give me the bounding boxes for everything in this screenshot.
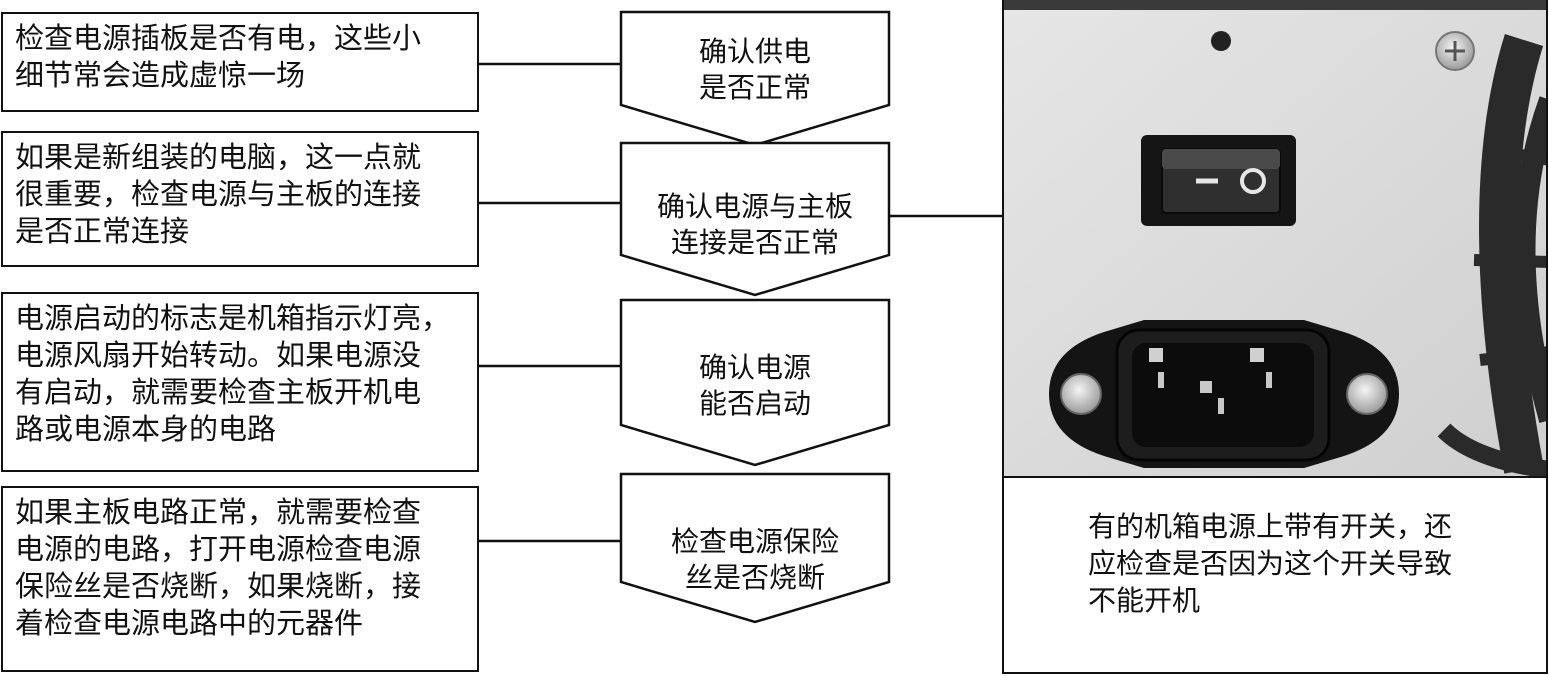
step-check-fuse: 检查电源保险 丝是否烧断 bbox=[621, 524, 889, 596]
step-line: 是否正常 bbox=[698, 71, 811, 104]
flow-step-arrow bbox=[619, 10, 891, 147]
step-confirm-supply: 确认供电 是否正常 bbox=[621, 34, 889, 106]
note-fuse-check: 如果主板电路正常，就需要检查 电源的电路，打开电源检查电源 保险丝是否烧断，如果… bbox=[1, 486, 479, 672]
power-switch-icon bbox=[1141, 135, 1296, 226]
step-line: 确认电源与主板 bbox=[656, 190, 853, 223]
fan-grille-icon bbox=[1437, 34, 1546, 476]
step-line: 连接是否正常 bbox=[670, 226, 839, 259]
note-line: 电源风扇开始转动。如果电源没 bbox=[15, 338, 422, 372]
step-line: 丝是否烧断 bbox=[684, 561, 825, 594]
caption-line: 应检查是否因为这个开关导致 bbox=[1088, 547, 1453, 580]
caption-line: 不能开机 bbox=[1088, 584, 1201, 617]
step-line: 能否启动 bbox=[698, 387, 811, 420]
note-motherboard-connection: 如果是新组装的电脑，这一点就 很重要，检查电源与主板的连接 是否正常连接 bbox=[1, 131, 479, 267]
note-line: 保险丝是否烧断，如果烧断，接 bbox=[15, 569, 422, 603]
note-line: 如果主板电路正常，就需要检查 bbox=[15, 495, 422, 529]
note-power-startup: 电源启动的标志是机箱指示灯亮， 电源风扇开始转动。如果电源没 有启动，就需要检查… bbox=[1, 292, 479, 472]
note-power-strip: 检查电源插板是否有电，这些小 细节常会造成虚惊一场 bbox=[1, 12, 479, 112]
step-line: 确认供电 bbox=[698, 35, 811, 68]
screw-icon bbox=[1346, 373, 1388, 415]
flow-step-arrow bbox=[619, 298, 891, 467]
psu-photo bbox=[1002, 0, 1548, 476]
note-line: 路或电源本身的电路 bbox=[15, 412, 277, 446]
psu-illustration bbox=[1004, 0, 1546, 476]
mounting-hole-icon bbox=[1211, 31, 1231, 51]
note-line: 有启动，就需要检查主板开机电 bbox=[15, 375, 422, 409]
step-confirm-connection: 确认电源与主板 连接是否正常 bbox=[621, 189, 889, 261]
note-line: 细节常会造成虚惊一场 bbox=[15, 58, 306, 92]
photo-caption: 有的机箱电源上带有开关，还 应检查是否因为这个开关导致 不能开机 bbox=[1002, 476, 1548, 674]
note-line: 电源的电路，打开电源检查电源 bbox=[15, 532, 422, 566]
note-line: 是否正常连接 bbox=[15, 214, 190, 248]
note-line: 检查电源插板是否有电，这些小 bbox=[15, 21, 422, 55]
step-confirm-startup: 确认电源 能否启动 bbox=[621, 350, 889, 422]
step-line: 检查电源保险 bbox=[670, 525, 839, 558]
note-line: 电源启动的标志是机箱指示灯亮， bbox=[15, 301, 451, 335]
note-line: 很重要，检查电源与主板的连接 bbox=[15, 177, 422, 211]
note-line: 如果是新组装的电脑，这一点就 bbox=[15, 140, 422, 174]
note-line: 着检查电源电路中的元器件 bbox=[15, 606, 364, 640]
screw-icon bbox=[1435, 31, 1475, 71]
step-line: 确认电源 bbox=[698, 351, 811, 384]
screw-icon bbox=[1060, 373, 1102, 415]
ac-power-inlet-icon bbox=[1049, 320, 1399, 468]
caption-line: 有的机箱电源上带有开关，还 bbox=[1088, 510, 1453, 543]
flow-step-arrow bbox=[619, 472, 891, 624]
flow-step-arrow bbox=[619, 141, 891, 297]
